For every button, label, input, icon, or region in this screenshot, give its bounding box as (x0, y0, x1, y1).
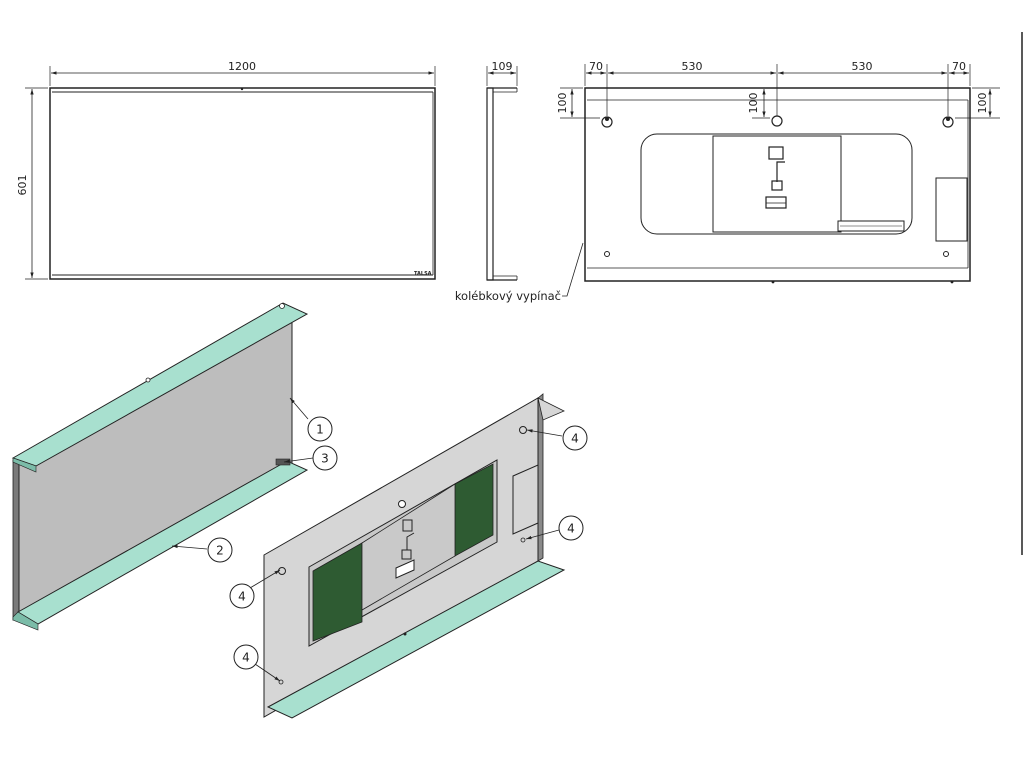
balloon-1: 1 (289, 397, 333, 442)
back-view: 70 530 530 70 100 100 100 kolébkový vypí… (455, 60, 1000, 303)
width-dimension: 1200 (228, 60, 256, 73)
svg-text:4: 4 (242, 651, 250, 665)
dim-right-span: 530 (852, 60, 873, 73)
svg-text:3: 3 (321, 452, 329, 466)
svg-text:2: 2 (216, 544, 224, 558)
dim-right-offset: 70 (952, 60, 966, 73)
keyhole-hanger-left (601, 116, 613, 128)
iso-mirror-panel (18, 307, 293, 618)
svg-text:1: 1 (316, 423, 324, 437)
balloon-4-mid-right: 4 (525, 515, 584, 541)
driver-box (712, 135, 842, 233)
depth-dimension: 109 (492, 60, 513, 73)
back-cutout (640, 133, 913, 235)
dim-left-span: 530 (682, 60, 703, 73)
balloon-4-top-right: 4 (526, 425, 588, 451)
maker-mark: TALSA (414, 271, 432, 277)
iso-back-view (263, 393, 566, 719)
height-dimension: 601 (16, 175, 29, 196)
balloon-4-bottom-left: 4 (233, 644, 281, 682)
dim-vertical-right: 100 (976, 93, 989, 114)
balloon-4-mid-left: 4 (229, 569, 281, 609)
iso-socket-box (512, 464, 539, 535)
svg-text:4: 4 (567, 522, 575, 536)
dim-vertical-left: 100 (556, 93, 569, 114)
switch-label: kolébkový vypínač (455, 289, 561, 303)
switch-leader (562, 242, 584, 297)
dim-vertical-center: 100 (747, 93, 760, 114)
balloon-3: 3 (283, 445, 338, 471)
front-mirror-outline (49, 87, 436, 280)
side-body (486, 87, 494, 281)
svg-text:4: 4 (571, 432, 579, 446)
keyhole-hanger-right (942, 116, 954, 128)
front-view: TALSA 1200 601 (16, 60, 436, 280)
balloon-2: 2 (171, 537, 233, 563)
iso-front-view (11, 302, 309, 631)
socket-box (935, 177, 968, 242)
svg-text:4: 4 (238, 590, 246, 604)
side-view: 109 (486, 60, 518, 281)
iso-bottom-edge (266, 560, 566, 719)
iso-led-board-left (312, 542, 363, 642)
dim-left-offset: 70 (589, 60, 603, 73)
